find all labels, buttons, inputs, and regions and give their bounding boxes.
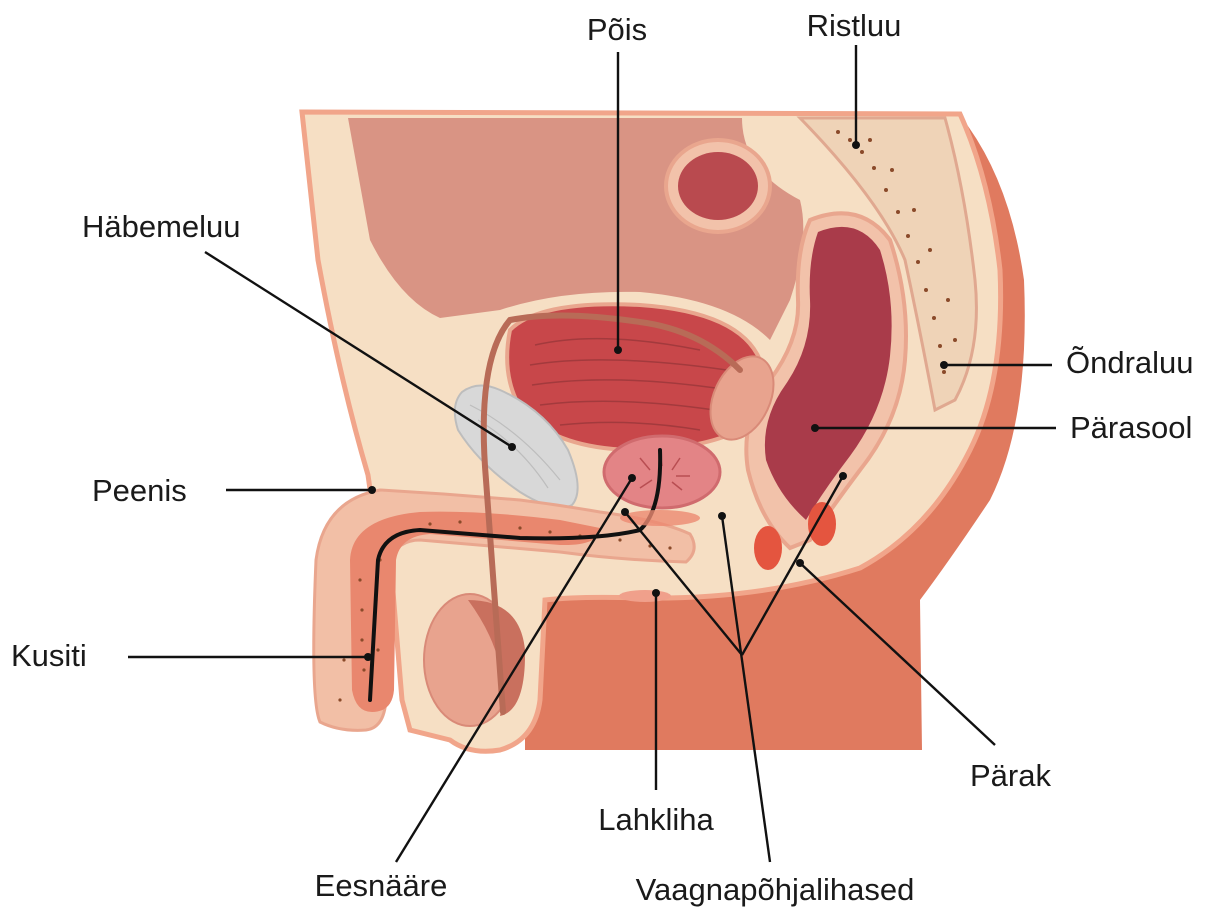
label-prostate: Eesnääre <box>315 868 448 903</box>
pointer-urethra <box>364 653 372 661</box>
perineum-highlight <box>619 590 671 602</box>
pointer-perineum <box>652 589 660 597</box>
pointer-sacrum <box>852 141 860 149</box>
intestine-lumen <box>678 152 758 220</box>
pointer-penis <box>368 486 376 494</box>
label-coccyx: Õndraluu <box>1066 345 1194 380</box>
pointer-pelvic-floor-a <box>718 512 726 520</box>
sphincter-right <box>808 502 836 546</box>
label-anus: Pärak <box>970 758 1051 793</box>
label-perineum: Lahkliha <box>598 802 714 837</box>
label-pubic-bone: Häbemeluu <box>82 209 241 244</box>
pelvic-floor-highlight <box>620 510 700 526</box>
pointer-coccyx <box>940 361 948 369</box>
pointer-rectum <box>811 424 819 432</box>
sphincter-left <box>754 526 782 570</box>
pointer-anus <box>796 559 804 567</box>
label-bladder: Põis <box>587 12 647 47</box>
pointer-prostate <box>628 474 636 482</box>
label-sacrum: Ristluu <box>807 8 902 43</box>
label-pelvic-floor-muscles: Vaagnapõhjalihased <box>636 872 915 907</box>
pointer-bladder <box>614 346 622 354</box>
label-penis: Peenis <box>92 473 187 508</box>
pointer-pelvic-floor-c <box>839 472 847 480</box>
pointer-pelvic-floor-b <box>621 508 629 516</box>
pointer-pubic-bone <box>508 443 516 451</box>
label-rectum: Pärasool <box>1070 410 1192 445</box>
label-urethra: Kusiti <box>11 638 87 673</box>
anatomy-illustration <box>302 112 1025 751</box>
